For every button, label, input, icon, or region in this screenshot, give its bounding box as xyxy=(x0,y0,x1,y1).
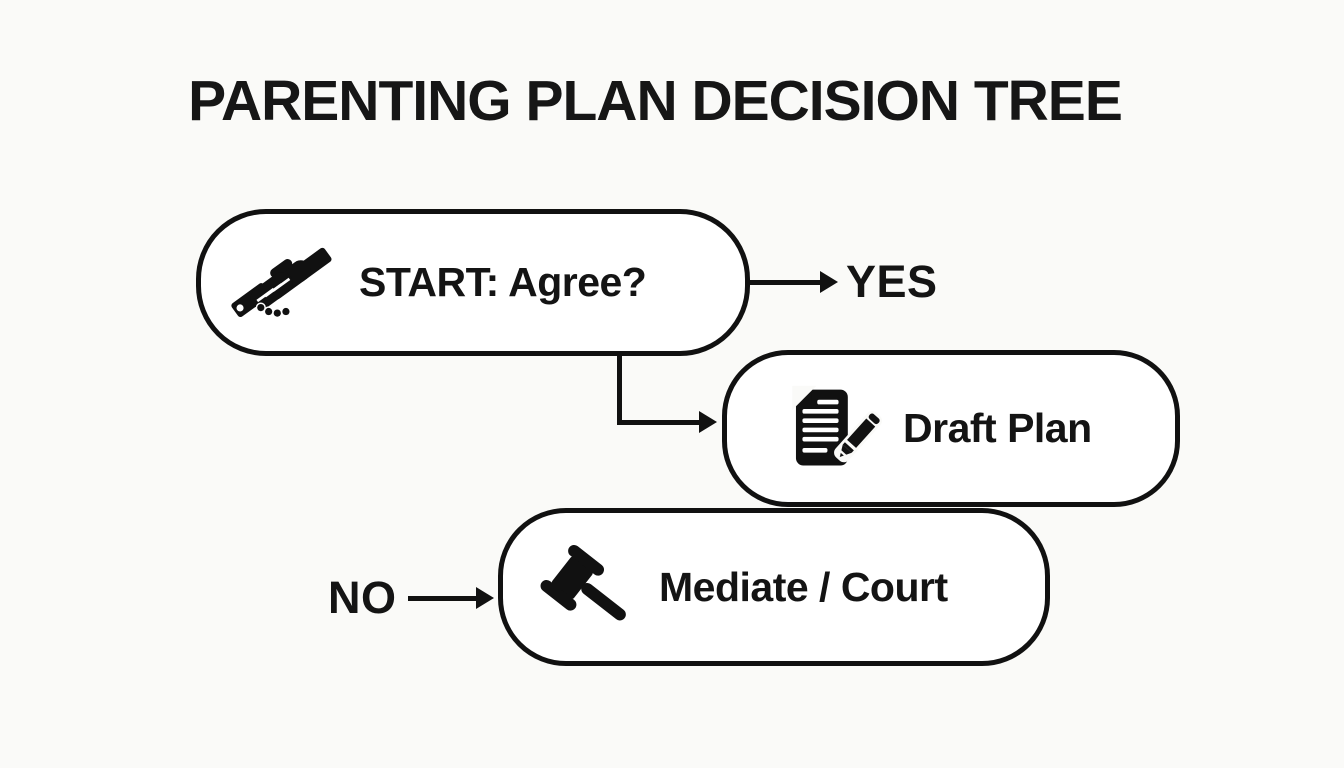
elbow-arrowhead-icon xyxy=(699,411,717,433)
start-node: START: Agree? xyxy=(196,209,750,356)
node-label: Draft Plan xyxy=(903,405,1092,451)
node-label: START: Agree? xyxy=(359,259,647,305)
document-pencil-icon xyxy=(783,384,883,473)
no-arrowhead-icon xyxy=(476,587,494,609)
page-title: PARENTING PLAN DECISION TREE xyxy=(188,69,1123,133)
yes-arrowhead-icon xyxy=(820,271,838,293)
elbow-connector-vertical xyxy=(617,353,622,425)
handshake-icon xyxy=(231,243,333,322)
mediate-court-node: Mediate / Court xyxy=(498,508,1050,666)
yes-label: YES xyxy=(846,256,938,307)
elbow-connector-horizontal xyxy=(617,420,701,425)
no-label: NO xyxy=(328,572,397,623)
gavel-icon xyxy=(531,541,643,633)
node-label: Mediate / Court xyxy=(659,563,948,610)
no-edge-line xyxy=(408,596,478,601)
yes-edge-line xyxy=(750,280,822,285)
draft-plan-node: Draft Plan xyxy=(722,350,1180,507)
